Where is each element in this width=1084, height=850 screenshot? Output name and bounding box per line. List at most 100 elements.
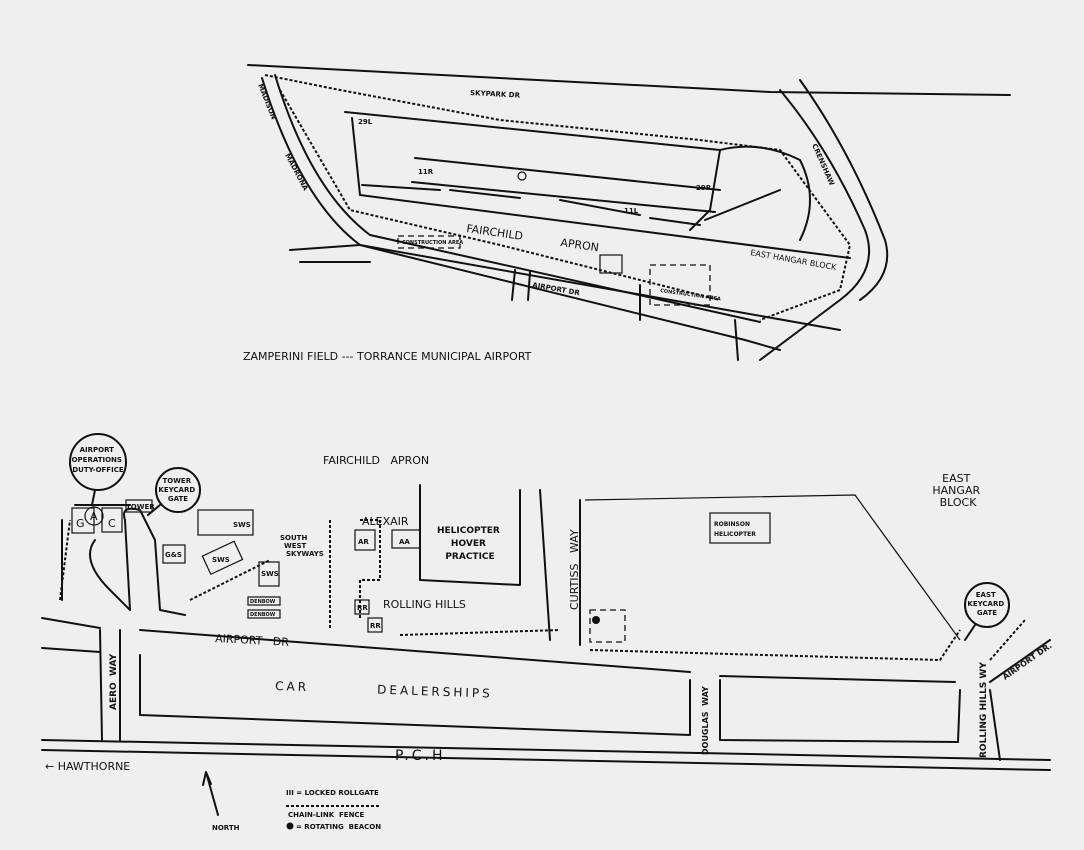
legend-gate-text: = LOCKED ROLLGATE <box>296 789 379 797</box>
sws-label-2: SWS <box>212 556 230 564</box>
denbow-building-1 <box>247 596 281 606</box>
operations-callout-text: AIRPORT OPERATIONS DUTY-OFFICE <box>72 446 125 474</box>
rr-label-1: RR <box>357 604 368 612</box>
robinson-line-1: ROBINSON <box>714 521 750 528</box>
overview-fence-south <box>279 89 721 301</box>
east-hangar-boundary <box>584 494 961 641</box>
detail-map: AIRPORT OPERATIONS DUTY-OFFICE TOWER KEY… <box>41 433 1054 832</box>
tower-gate-line-3: GATE <box>168 495 188 503</box>
robinson-building <box>709 512 771 544</box>
tower-gate-text: TOWER KEYCARD GATE <box>158 477 197 503</box>
car-dealer-block <box>41 647 1001 761</box>
apron-label: APRON <box>560 236 600 254</box>
alexair-label: ALEXAIR <box>362 515 409 528</box>
rolling-hills-label: ROLLING HILLS <box>383 598 466 611</box>
cross-streets <box>511 269 739 361</box>
aa-building <box>391 529 421 549</box>
hover-practice-area <box>419 484 581 646</box>
operations-lot <box>61 504 186 616</box>
hover-line-2: HOVER <box>451 539 486 549</box>
legend-beacon-icon <box>286 822 294 830</box>
southwest-line-3: SKYWAYS <box>286 550 324 558</box>
airfield-boundary <box>344 111 721 231</box>
gs-building <box>162 544 186 564</box>
ar-label: AR <box>358 538 369 546</box>
denbow-label-2: DENBOW <box>250 612 276 618</box>
runway-29l-label: 29L <box>358 118 373 126</box>
airport-dr-east-label: AIRPORT DR. <box>1001 641 1054 682</box>
hangar-boundary <box>704 145 811 241</box>
curtiss-way-label: CURTISS WAY <box>568 529 581 610</box>
rr-label-2: RR <box>370 622 381 630</box>
skypark-road <box>247 64 1011 96</box>
aa-label: AA <box>399 538 410 546</box>
operations-line-1: AIRPORT <box>80 446 115 454</box>
airport-dr-north-edge <box>41 617 1051 683</box>
robinson-label: ROBINSON HELICOPTER <box>714 521 756 538</box>
c-building <box>101 507 123 533</box>
crenshaw-road <box>759 89 871 361</box>
beacon-area <box>589 609 626 643</box>
east-gate-line-1: EAST <box>976 591 996 599</box>
callout-pointers <box>91 489 976 641</box>
denbow-building-2 <box>247 609 281 619</box>
aero-way <box>99 629 121 741</box>
north-arrow-icon <box>202 771 219 816</box>
sws-building-1 <box>197 509 254 536</box>
operations-line-2: OPERATIONS <box>72 456 122 464</box>
wind-indicator-icon <box>517 171 527 181</box>
runway-29r-label: 29R <box>696 184 712 192</box>
tower-building <box>125 499 153 513</box>
airport-dr-label: AIRPORT DR <box>215 632 290 649</box>
east-hangar-block-label: EAST HANGAR BLOCK <box>932 472 983 509</box>
sws-building-3 <box>258 561 280 587</box>
aero-way-label: AERO WAY <box>109 653 119 710</box>
east-gate-text: EAST KEYCARD GATE <box>967 591 1006 617</box>
runway-11l-label: 11L <box>624 207 639 215</box>
douglas-way-label: DOUGLAS WAY <box>701 686 710 755</box>
operations-callout <box>69 433 127 491</box>
hover-practice-label: HELICOPTER HOVER PRACTICE <box>437 526 503 562</box>
west-inner-road <box>274 74 761 323</box>
fairchild-apron-label: FAIRCHILD APRON <box>323 454 429 467</box>
east-hangar-line-1: EAST <box>942 472 970 485</box>
sws-label-3: SWS <box>261 570 279 578</box>
a-label: A <box>90 510 98 523</box>
southwest-skyways-label: SOUTH WEST SKYWAYS <box>280 534 324 558</box>
hawthorne-label: ← HAWTHORNE <box>45 760 130 773</box>
sws-building-2 <box>201 540 244 576</box>
southwest-line-1: SOUTH <box>280 534 307 542</box>
hawthorne-text: HAWTHORNE <box>58 760 131 773</box>
east-gate-callout <box>964 582 1010 628</box>
tower-label: TOWER <box>126 503 155 511</box>
runway-29r-11l <box>411 157 721 213</box>
denbow-label-1: DENBOW <box>250 599 276 605</box>
rollgate-icon: III <box>286 789 296 797</box>
ar-building <box>354 529 376 551</box>
operations-line-3: DUTY-OFFICE <box>72 466 123 474</box>
construction-west-label: CONSTRUCTION AREA <box>402 240 463 246</box>
sws-label-1: SWS <box>233 521 251 529</box>
airport-dr-top <box>359 244 841 331</box>
rr-building-1 <box>354 599 370 615</box>
north-label: NORTH <box>212 824 240 832</box>
g-label: G <box>76 517 85 530</box>
rolling-hills-wy-label: ROLLING HILLS WY <box>979 662 989 758</box>
east-gate-line-3: GATE <box>977 609 997 617</box>
construction-area-west <box>397 235 461 249</box>
legend-gate: III = LOCKED ROLLGATE <box>286 789 379 797</box>
madrona-label: MADRONA <box>283 152 309 192</box>
taxiways <box>361 184 701 226</box>
g-building <box>71 507 95 534</box>
c-label: C <box>108 517 116 530</box>
robinson-line-2: HELICOPTER <box>714 531 756 538</box>
east-hangar-line-2: HANGAR <box>932 484 980 497</box>
overview-fence <box>264 74 852 321</box>
crenshaw-road-2 <box>799 79 889 301</box>
arrow-left-icon: ← <box>45 760 58 773</box>
pch-road <box>41 739 1051 771</box>
car-dealerships-label: CAR DEALERSHIPS <box>275 679 493 701</box>
map-title: ZAMPERINI FIELD --- TORRANCE MUNICIPAL A… <box>243 350 532 363</box>
hover-line-3: PRACTICE <box>445 552 494 562</box>
